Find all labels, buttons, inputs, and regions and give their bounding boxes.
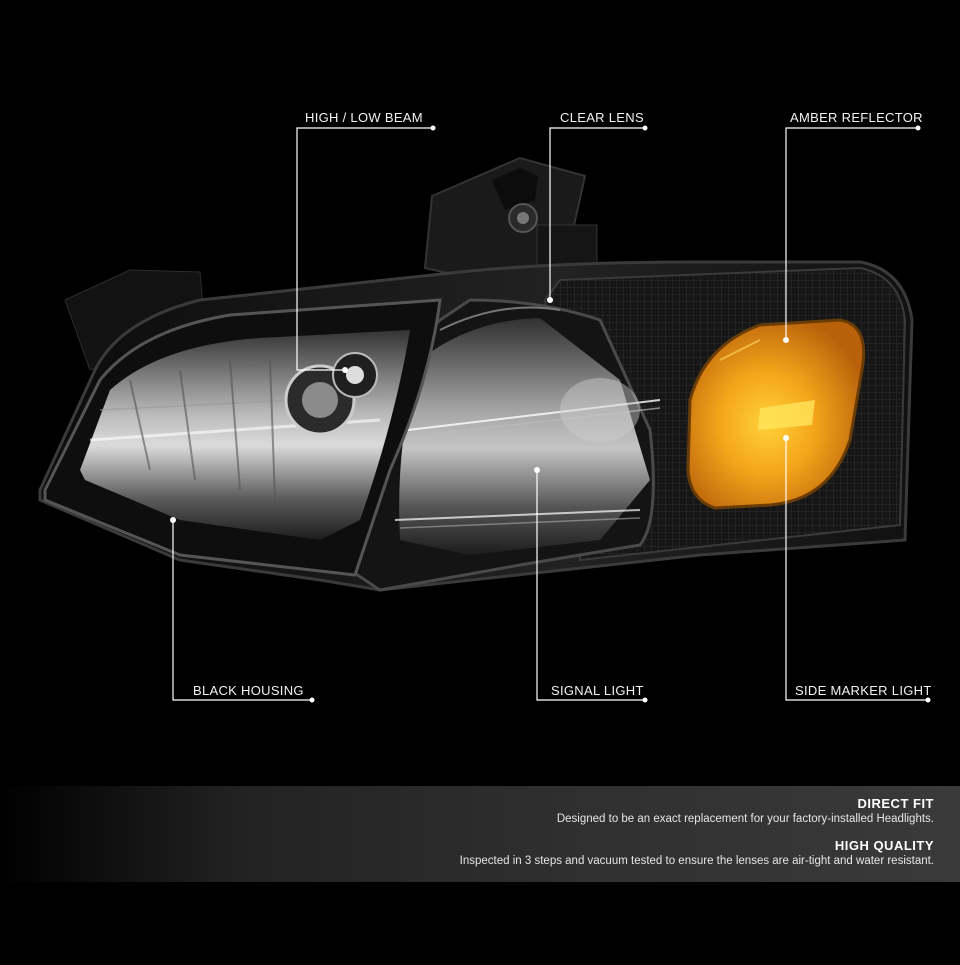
- callout-black-housing: BLACK HOUSING: [193, 683, 304, 698]
- direct-fit-description: Designed to be an exact replacement for …: [556, 813, 934, 825]
- direct-fit-title: DIRECT FIT: [857, 796, 934, 811]
- high-low-beam-lens: [43, 298, 442, 577]
- high-quality-title: HIGH QUALITY: [834, 838, 934, 853]
- callout-clear-lens: CLEAR LENS: [560, 110, 644, 125]
- mounting-bracket: [64, 156, 598, 371]
- callout-side-marker-light: SIDE MARKER LIGHT: [795, 683, 932, 698]
- callout-lines: [172, 127, 928, 701]
- callout-amber-reflector: AMBER REFLECTOR: [790, 110, 923, 125]
- feature-panel: DIRECT FIT Designed to be an exact repla…: [0, 786, 960, 882]
- callout-dots: [170, 125, 931, 703]
- high-quality-description: Inspected in 3 steps and vacuum tested t…: [459, 855, 934, 867]
- callout-signal-light: SIGNAL LIGHT: [551, 683, 644, 698]
- callout-high-low-beam: HIGH / LOW BEAM: [305, 110, 423, 125]
- amber-reflector: [686, 318, 866, 510]
